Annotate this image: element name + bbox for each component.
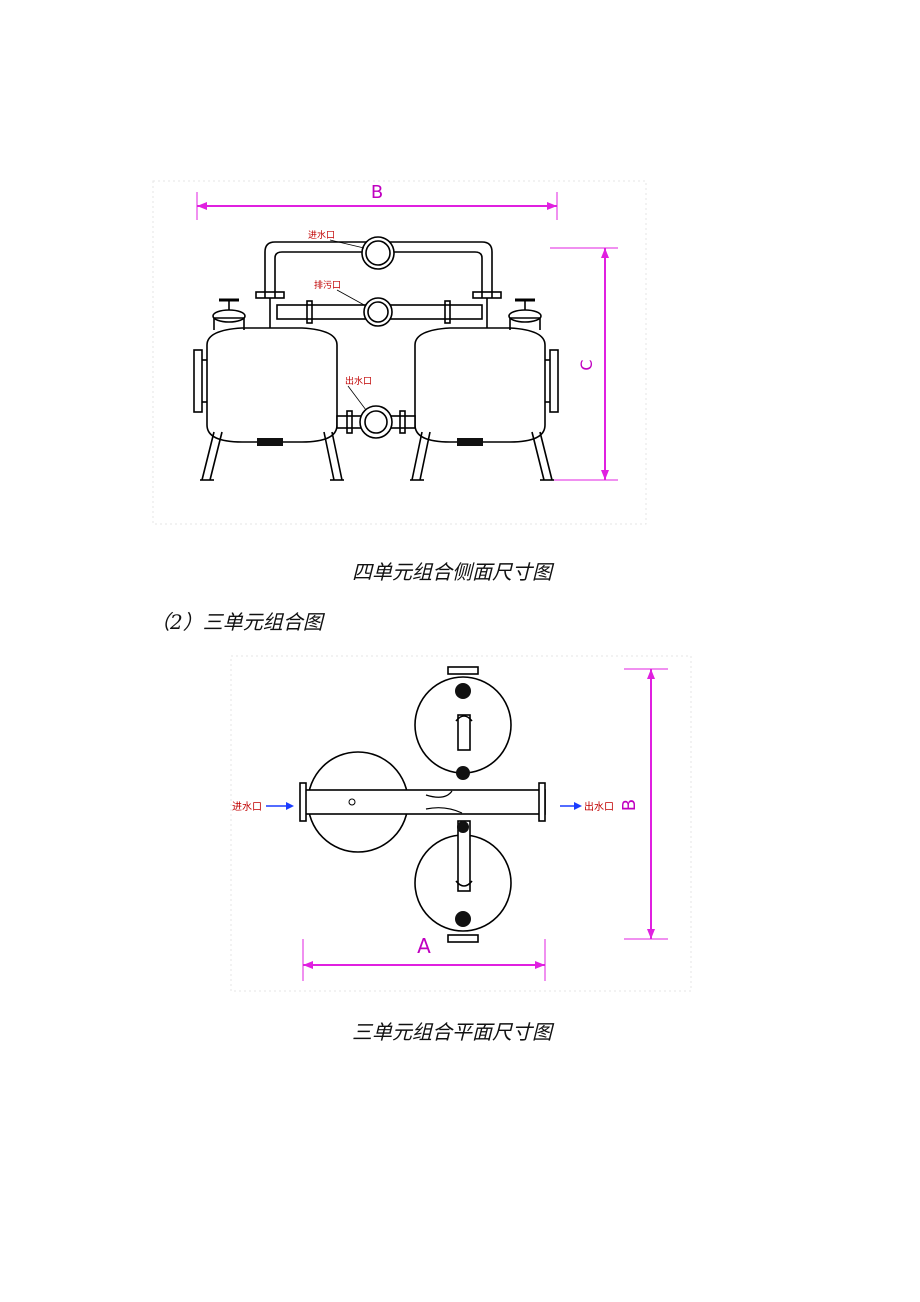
label-plan-inlet: 进水口 [232,801,262,813]
plan-view-diagram: A B 进水口 出水口 [230,655,692,992]
plan-view-svg: A B 进水口 出水口 [230,655,692,992]
side-view-diagram: B C [152,180,647,525]
section-heading: （2）三单元组合图 [150,610,323,634]
dimension-b-label: B [371,182,383,203]
dimension-c: C [550,247,618,481]
dimension-b-plan-label: B [619,799,640,811]
figure2-caption: 三单元组合平面尺寸图 [352,1020,552,1044]
label-inlet: 进水口 [308,229,335,241]
side-view-labels: 进水口 排污口 出水口 [308,229,372,411]
figure1-caption: 四单元组合侧面尺寸图 [352,560,552,584]
label-drain: 排污口 [314,279,341,291]
dimension-b: B [196,182,558,220]
side-view-svg: B C [152,180,647,525]
dimension-c-label: C [577,359,596,370]
label-plan-outlet: 出水口 [584,800,614,813]
dimension-a: A [302,934,546,981]
dimension-a-label: A [417,934,431,958]
plan-view-labels: 进水口 出水口 [232,800,614,813]
label-outlet: 出水口 [345,375,372,387]
dimension-b-plan: B [619,668,668,940]
